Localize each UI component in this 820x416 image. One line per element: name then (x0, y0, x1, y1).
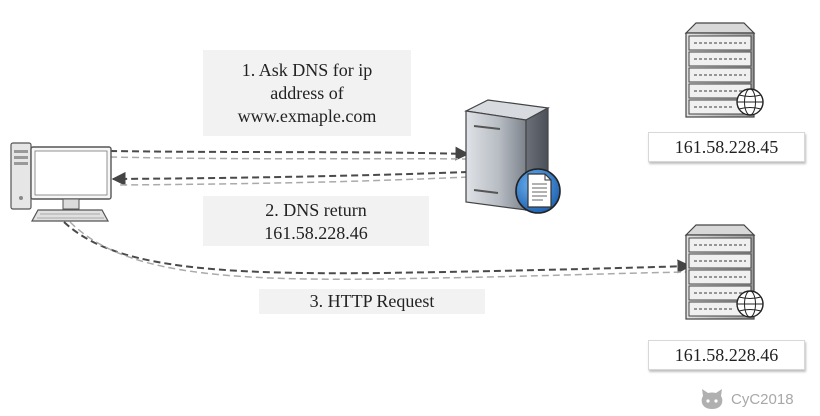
desktop-computer-icon (10, 142, 112, 222)
server-ip-top: 161.58.228.45 (648, 132, 805, 162)
arrow-http-request-shadow (69, 221, 689, 280)
watermark-text: CyC2018 (731, 390, 794, 408)
watermark: CyC2018 (699, 386, 794, 412)
step-ask-dns-line-3: www.exmaple.com (237, 106, 377, 126)
step-ask-dns-line-1: 1. Ask DNS for ip (241, 60, 373, 80)
server-ip-bottom: 161.58.228.46 (648, 340, 805, 370)
document-icon (515, 168, 561, 214)
web-server-icon (684, 22, 764, 118)
web-server-icon (684, 224, 764, 320)
step-ask-dns-label: 1. Ask DNS for ip address of www.exmaple… (203, 50, 411, 136)
step-http-request-label: 3. HTTP Request (259, 289, 485, 314)
globe-icon (736, 88, 764, 116)
arrow-http-request (63, 221, 692, 275)
globe-icon (736, 290, 764, 318)
step-dns-return-line-2: 161.58.228.46 (264, 223, 368, 243)
dns-server-icon (464, 99, 561, 214)
github-cat-icon (701, 389, 723, 409)
step-dns-return-label: 2. DNS return 161.58.228.46 (203, 196, 429, 246)
arrows (63, 146, 692, 280)
step-ask-dns-line-2: address of (270, 83, 344, 103)
arrow-ask-dns (109, 146, 470, 161)
arrow-dns-return (111, 171, 469, 186)
step-dns-return-line-1: 2. DNS return (265, 200, 367, 220)
arrow-dns-return-shadow (117, 176, 469, 186)
arrow-ask-dns-shadow (109, 156, 469, 160)
